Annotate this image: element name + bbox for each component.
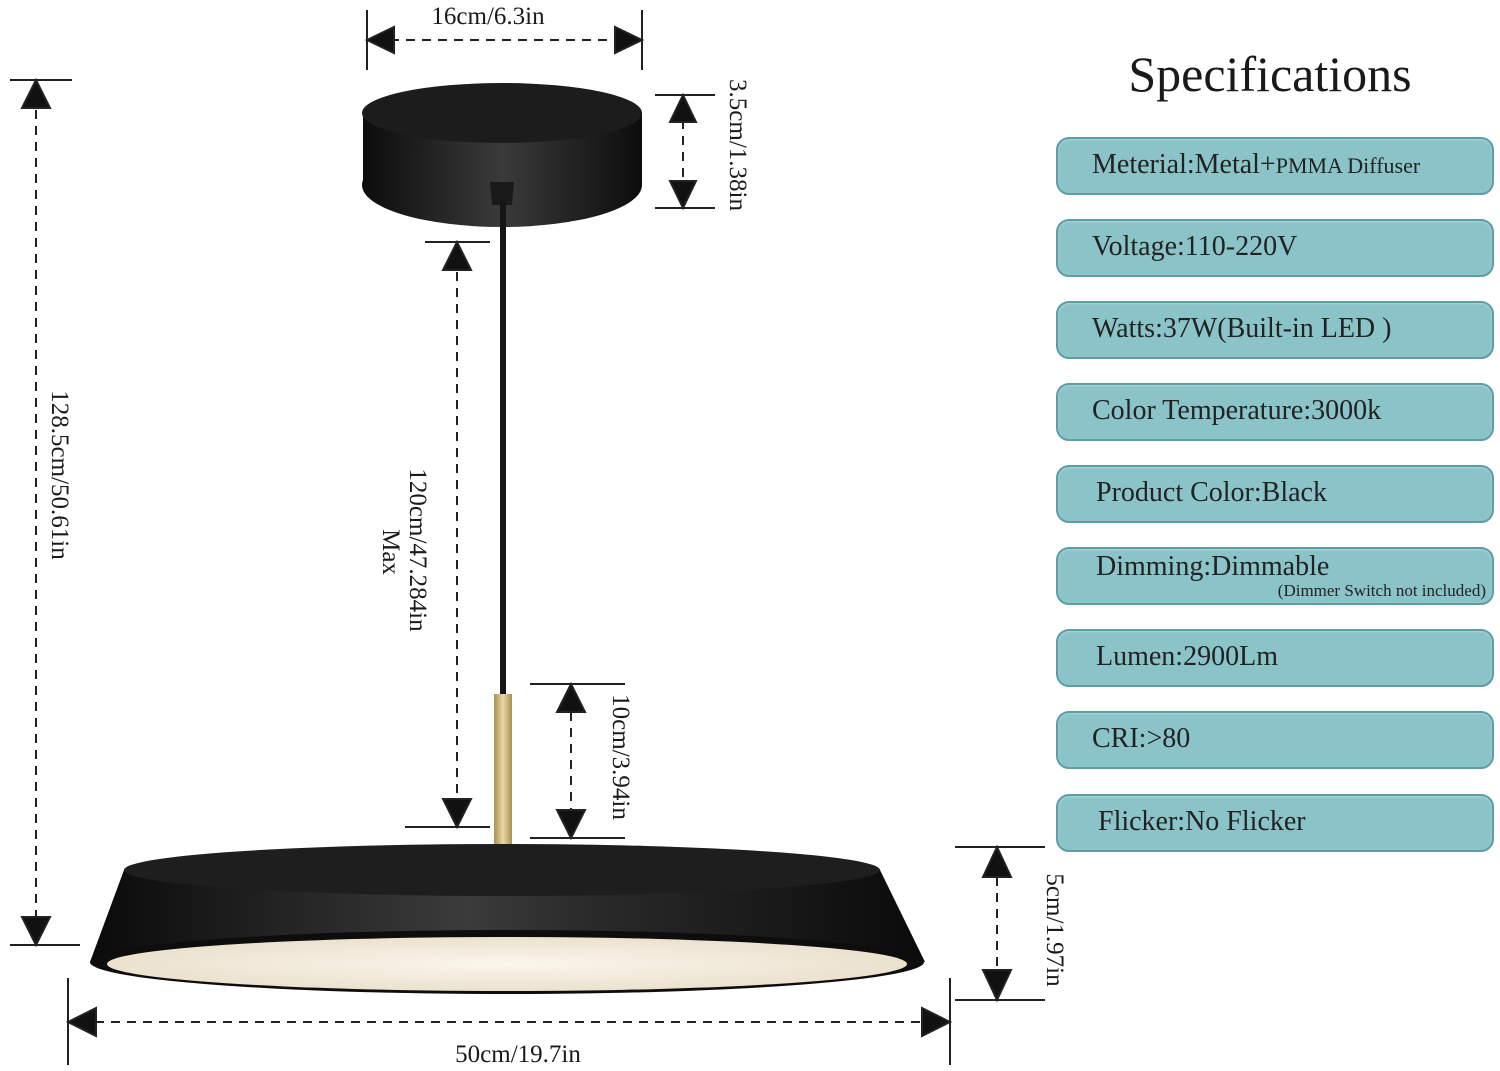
spec-voltage: Voltage:110-220V bbox=[1056, 219, 1494, 277]
canopy-height-label: 3.5cm/1.38in bbox=[724, 79, 751, 211]
spec-product-color: Product Color:Black bbox=[1056, 465, 1494, 523]
specifications-title: Specifications bbox=[1128, 46, 1412, 102]
spec-suffix: PMMA Diffuser bbox=[1275, 153, 1421, 178]
cord-max-label: Max bbox=[377, 529, 404, 575]
canopy-width-label: 16cm/6.3in bbox=[431, 3, 545, 30]
total-height-label: 128.5cm/50.61in bbox=[46, 390, 73, 560]
diffuser bbox=[107, 937, 907, 991]
dimension-lines bbox=[10, 10, 1045, 1065]
lamp-shade bbox=[90, 844, 925, 994]
spec-text: CRI:>80 bbox=[1092, 723, 1191, 754]
spec-text: Lumen:2900Lm bbox=[1096, 641, 1278, 672]
spec-text: Dimming:Dimmable bbox=[1096, 551, 1330, 582]
spec-text: Product Color:Black bbox=[1096, 477, 1327, 508]
spec-flicker: Flicker:No Flicker bbox=[1056, 794, 1494, 852]
spec-text: Voltage:110-220V bbox=[1092, 231, 1298, 262]
spec-watts: Watts:37W(Built-in LED ) bbox=[1056, 301, 1494, 359]
brass-rod bbox=[494, 694, 512, 846]
canopy bbox=[362, 83, 642, 227]
shade-height-label: 5cm/1.97in bbox=[1041, 873, 1068, 987]
spec-text: Meterial:Metal+PMMA Diffuser bbox=[1092, 149, 1421, 180]
spec-lumen: Lumen:2900Lm bbox=[1056, 629, 1494, 687]
spec-text: Flicker:No Flicker bbox=[1098, 806, 1306, 837]
rod-length-label: 10cm/3.94in bbox=[607, 694, 634, 820]
pendant-lamp bbox=[90, 83, 925, 994]
spec-color-temperature: Color Temperature:3000k bbox=[1056, 383, 1494, 441]
shade-width-label: 50cm/19.7in bbox=[455, 1041, 581, 1068]
spec-text: Color Temperature:3000k bbox=[1092, 395, 1382, 426]
spec-dimming: Dimming:Dimmable (Dimmer Switch not incl… bbox=[1056, 547, 1494, 605]
cord-length-label: 120cm/47.284in bbox=[404, 468, 431, 632]
suspension-cord bbox=[500, 200, 506, 700]
spec-note: (Dimmer Switch not included) bbox=[1277, 581, 1486, 600]
spec-text: Watts:37W(Built-in LED ) bbox=[1092, 313, 1392, 344]
spec-cri: CRI:>80 bbox=[1056, 711, 1494, 769]
spec-material: Meterial:Metal+PMMA Diffuser bbox=[1056, 137, 1494, 195]
